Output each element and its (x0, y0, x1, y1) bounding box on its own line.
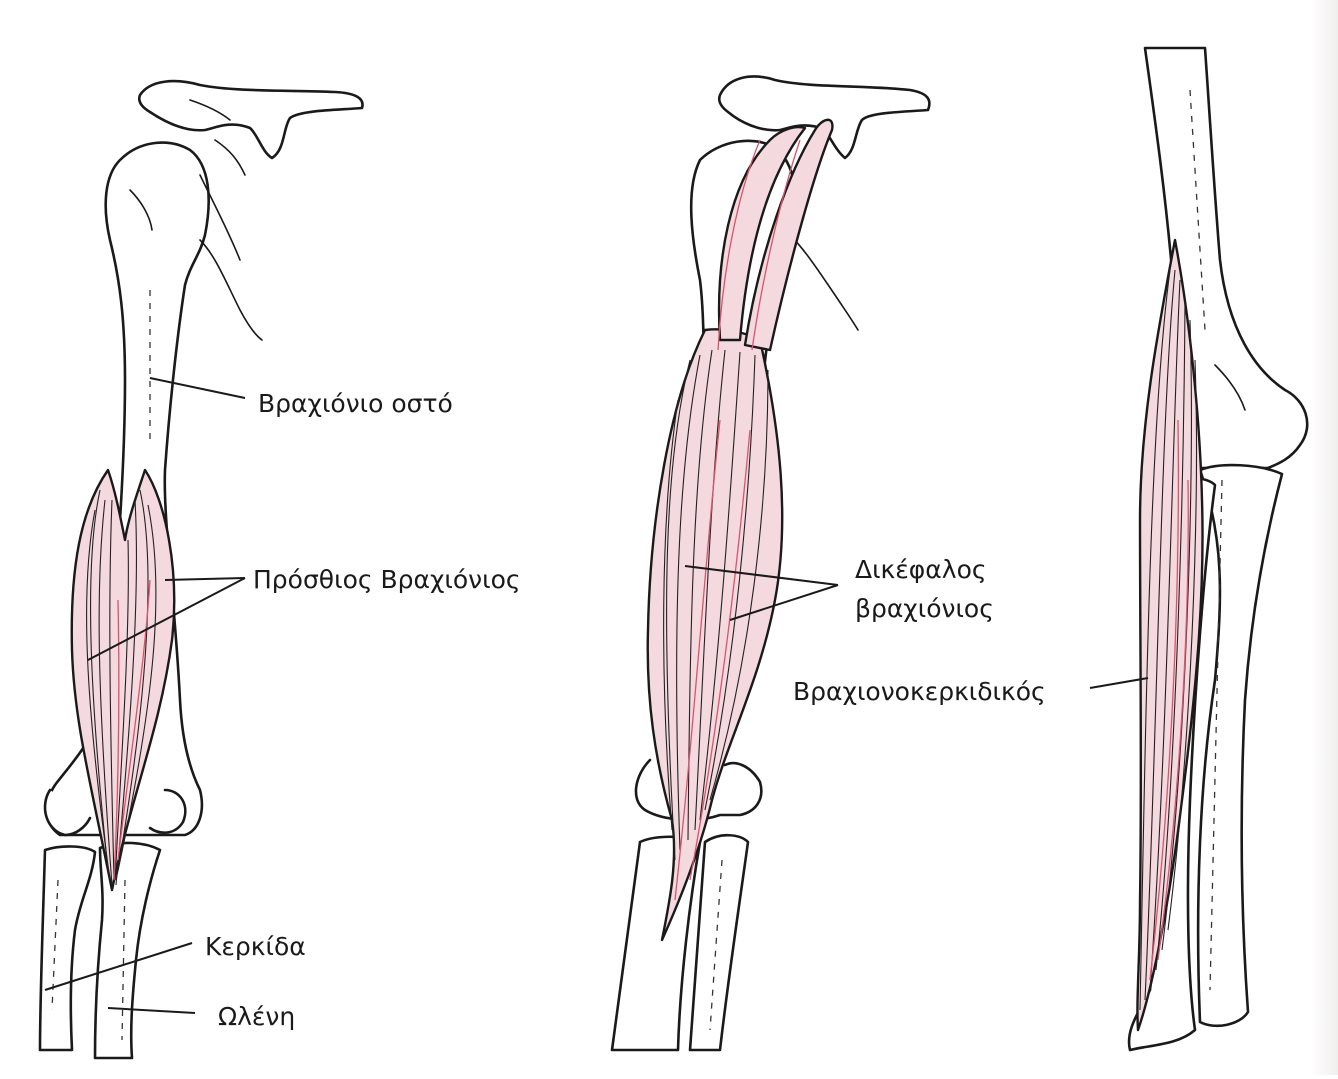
label-biceps-line2: βραχιόνιος (855, 594, 994, 623)
leader-brachioradialis (1090, 678, 1148, 688)
page-edge-shadow (1310, 0, 1338, 1075)
figure-brachioradialis (1090, 48, 1307, 1050)
label-ulna: Ωλένη (218, 1002, 295, 1031)
label-radius: Κερκίδα (205, 932, 306, 961)
label-brachioradialis: Βραχιονοκερκιδικός (793, 677, 1046, 706)
leader-brachialis-a (165, 578, 245, 580)
label-biceps-line1: Δικέφαλος (855, 555, 987, 584)
radius-bone-1 (40, 846, 95, 1050)
ulna-bone-1 (95, 843, 160, 1058)
label-humerus: Βραχιόνιο οστό (258, 389, 453, 418)
label-brachialis: Πρόσθιος Βραχιόνιος (253, 565, 521, 594)
